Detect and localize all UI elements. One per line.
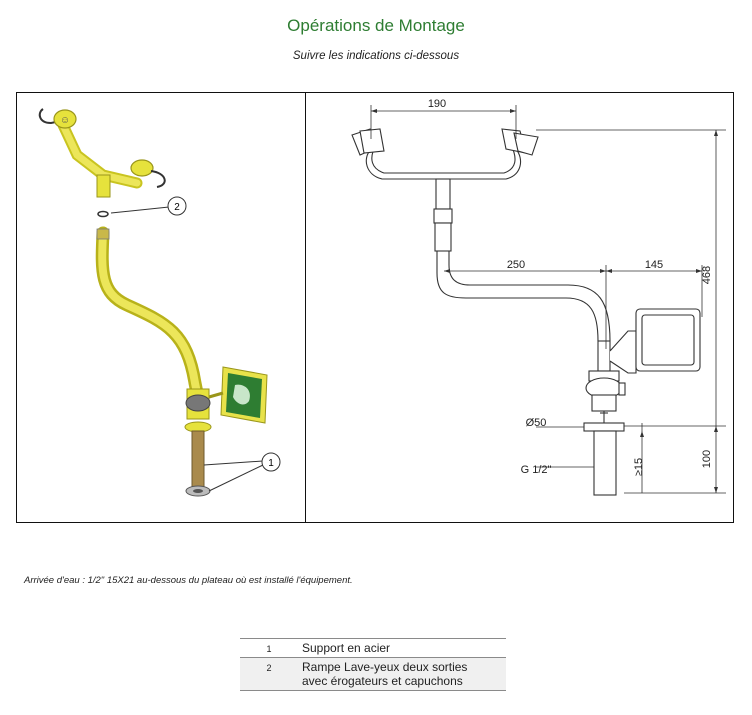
eyewash-head-assembly: ☺	[38, 108, 166, 198]
callout-1: 1	[203, 452, 281, 492]
figure-frame: ☺ 2	[16, 92, 734, 523]
dim-thread: G 1/2"	[521, 464, 552, 476]
legend-row: 1 Support en acier	[240, 638, 506, 658]
eyewash-nozzle-right	[130, 159, 154, 177]
o-ring	[97, 210, 109, 218]
eyewash-sign	[208, 366, 268, 424]
dimension-drawing: 190 250 145 468 Ø50 G 1/2" ≥15 100	[351, 98, 726, 496]
dim-base-height: 100	[701, 450, 713, 468]
callout-2: 2	[110, 196, 187, 216]
dim-flange-diameter: Ø50	[526, 417, 547, 429]
page-subtitle: Suivre les indications ci-dessous	[292, 50, 460, 62]
page-title: Opérations de Montage	[287, 16, 465, 35]
eyewash-nozzle-left	[53, 109, 77, 129]
svg-text:☺: ☺	[60, 115, 70, 126]
legend-num: 2	[266, 663, 272, 673]
callout-2-label: 2	[174, 202, 180, 213]
product-illustration: ☺ 2	[17, 93, 305, 524]
dim-min-thread: ≥15	[633, 458, 645, 476]
steel-support	[191, 430, 205, 488]
dim-top-width: 190	[428, 98, 446, 110]
technical-drawing: 190 250 145 468 Ø50 G 1/2" ≥15 100	[306, 93, 733, 524]
legend-num: 1	[266, 644, 272, 654]
eyewash-illustration: ☺ 2	[38, 108, 281, 497]
valve-body	[184, 388, 212, 433]
riser-pipe	[95, 226, 204, 400]
parts-legend: 1 Support en acier 2 Rampe Lave-yeux deu…	[240, 638, 506, 691]
dim-bowl-offset: 145	[645, 259, 663, 271]
dim-arm-length: 250	[507, 259, 525, 271]
panel-divider	[305, 93, 306, 522]
callout-1-label: 1	[268, 458, 274, 469]
dim-total-height: 468	[701, 266, 713, 284]
water-supply-note: Arrivée d'eau : 1/2" 15X21 au-dessous du…	[24, 575, 353, 586]
legend-label: Support en acier	[302, 641, 391, 655]
